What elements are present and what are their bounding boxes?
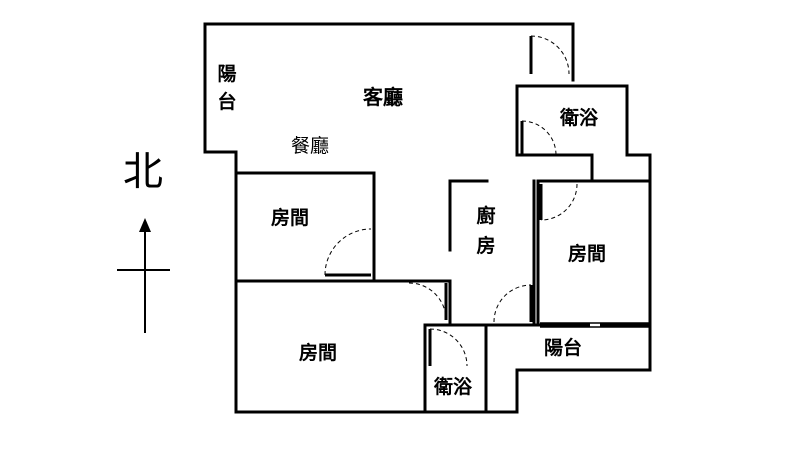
doors <box>324 35 578 367</box>
sliding-door <box>540 322 650 328</box>
door-hall-arc <box>408 282 447 321</box>
room-label-bedroom-right: 房間 <box>568 242 606 265</box>
room-label-kitchen-2: 房 <box>476 234 495 257</box>
compass-arrow-head <box>139 218 151 232</box>
door-bedroom-ul-arc <box>324 228 372 276</box>
room-label-balcony-west-1: 陽 <box>217 63 236 85</box>
room-label-balcony-west-2: 台 <box>217 90 236 113</box>
room-label-balcony-east: 陽台 <box>544 336 582 359</box>
room-label-dining-room: 餐廳 <box>291 135 329 157</box>
room-label-bath-upper: 衛浴 <box>559 106 599 129</box>
compass-north-label: 北 <box>123 149 163 195</box>
door-entry-arc <box>530 35 570 75</box>
door-bedroom-r-arc <box>540 183 578 221</box>
room-label-bedroom-upper-left: 房間 <box>271 206 309 229</box>
door-bath-upper-arc <box>521 120 557 156</box>
walls <box>203 22 652 414</box>
door-bath-lower-arc <box>429 328 468 367</box>
room-label-kitchen-1: 廚 <box>476 204 495 227</box>
room-label-bath-lower: 衛浴 <box>433 375 473 398</box>
room-label-living-room: 客廳 <box>362 85 403 109</box>
room-labels: 陽 台 陽台 客廳 餐廳 衛浴 房間 廚 房 廚房 房間 房間 陽台 衛浴 <box>217 63 606 398</box>
door-kitchen-arc <box>493 284 532 323</box>
room-label-bedroom-lower-left: 房間 <box>299 341 337 364</box>
compass: 北 <box>117 149 170 333</box>
